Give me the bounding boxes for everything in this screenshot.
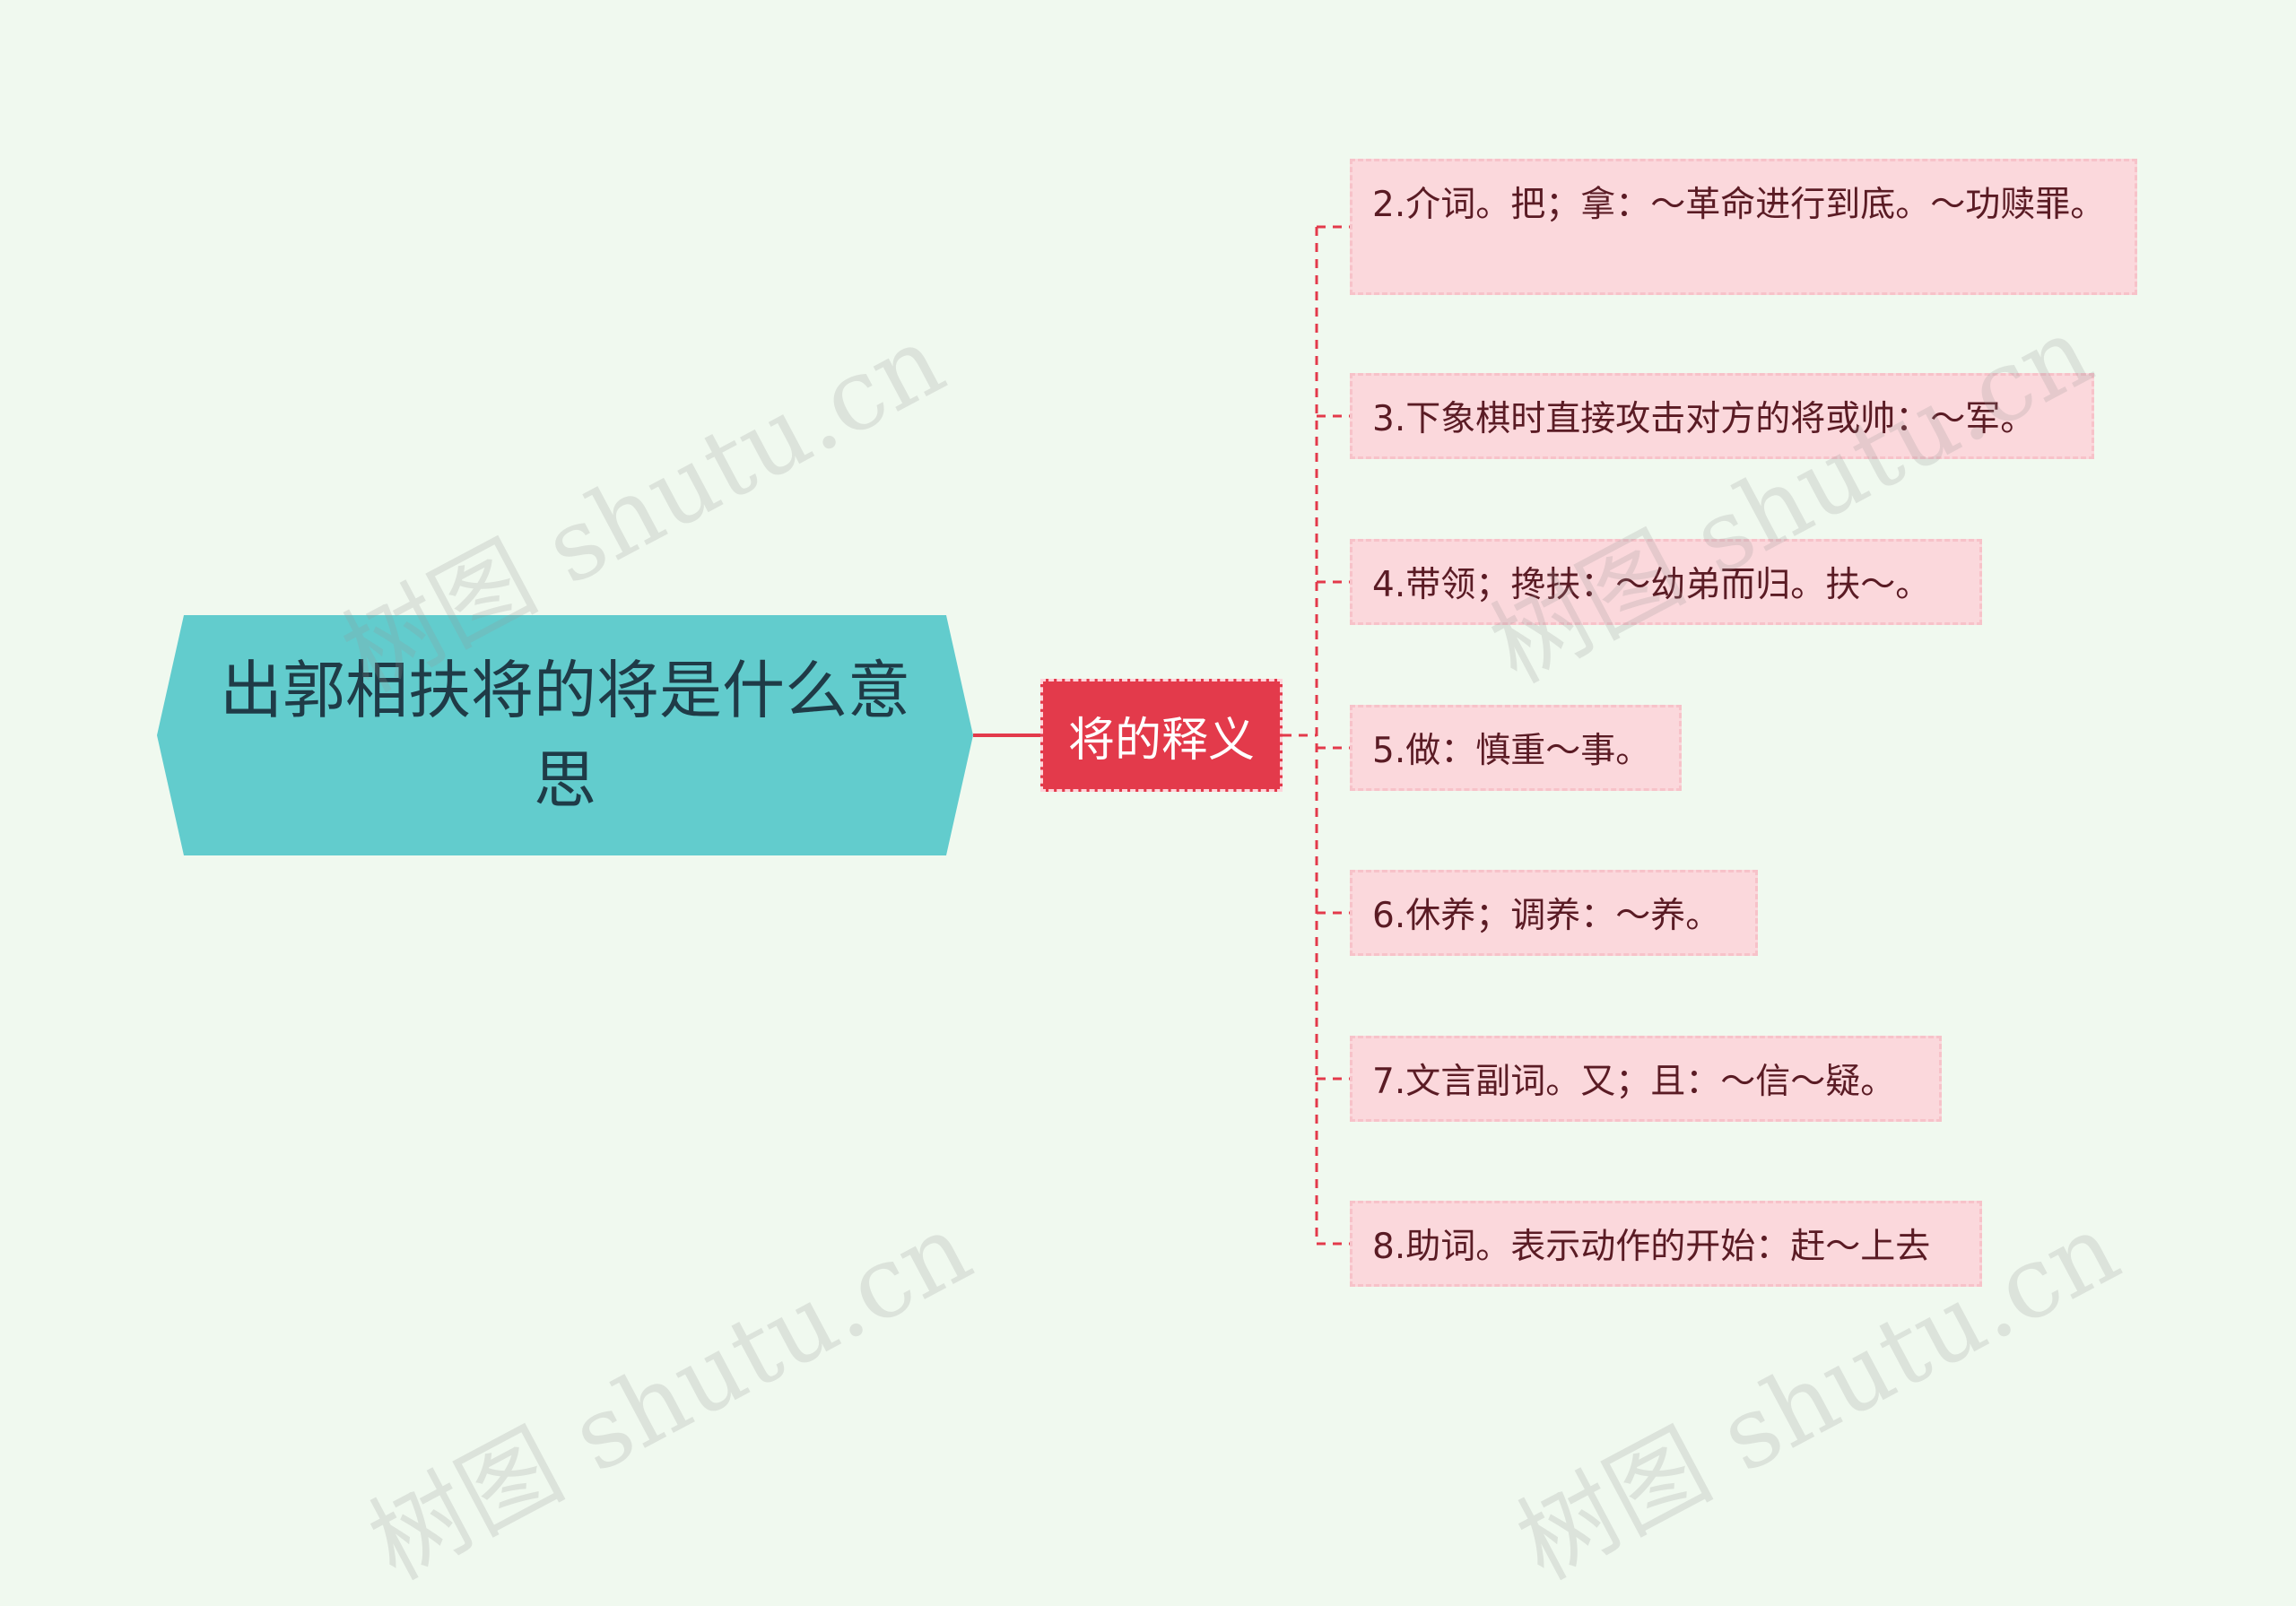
leaf-node-1[interactable]: 2.介词。把；拿：～革命进行到底。～功赎罪。: [1350, 159, 2137, 295]
connector-lines: [973, 225, 1350, 1246]
leaf-node-4[interactable]: 5.做：慎重～事。: [1350, 705, 1682, 791]
root-node-shape: [157, 615, 973, 855]
leaf-node-6[interactable]: 7.文言副词。又；且：～信～疑。: [1350, 1036, 1942, 1122]
root-node-title: 出郭相扶将的将是什么意思: [220, 654, 910, 817]
branch-node[interactable]: 将的释义: [1040, 679, 1283, 792]
leaf-node-7[interactable]: 8.助词。表示动作的开始：赶～上去: [1350, 1201, 1982, 1287]
branch-node-label: 将的释义: [1067, 713, 1255, 768]
root-node[interactable]: 出郭相扶将的将是什么意思: [157, 615, 973, 855]
leaf-node-2[interactable]: 3.下象棋时直接攻击对方的将或帅：～军。: [1350, 373, 2094, 459]
leaf-node-5[interactable]: 6.休养；调养：～养。: [1350, 870, 1758, 956]
leaf-node-3[interactable]: 4.带领；搀扶：～幼弟而归。扶～。: [1350, 539, 1982, 625]
